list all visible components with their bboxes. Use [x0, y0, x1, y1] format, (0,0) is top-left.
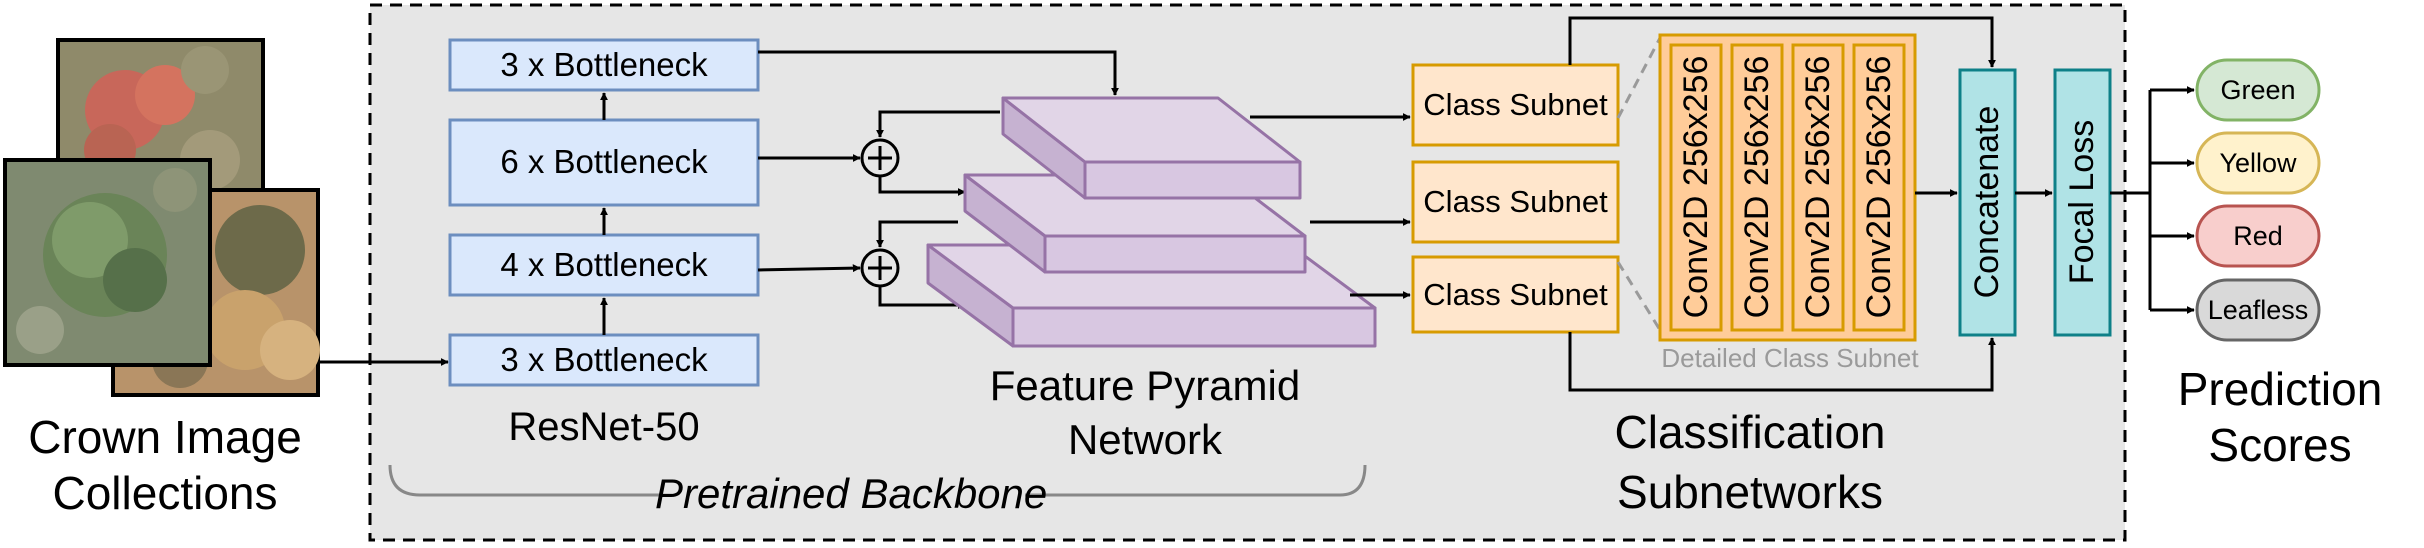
- focal-loss-box: [2053, 68, 2112, 337]
- resnet-stack: [448, 38, 760, 387]
- class-subnets: [1411, 63, 1620, 334]
- detail-connector: [1616, 37, 1662, 119]
- class-subnet-box: [1411, 160, 1620, 244]
- class-subnet-box: [1411, 255, 1620, 334]
- crown-image-tile-green: [3, 158, 212, 367]
- bottleneck-block: [448, 38, 760, 92]
- detail-connector: [1616, 261, 1662, 331]
- class-subnet-box: [1411, 63, 1620, 147]
- conv-layer: [1791, 43, 1845, 332]
- fpn-level: [1001, 96, 1302, 200]
- crown-image-collection: [3, 38, 320, 397]
- detailed-class-subnet: [1658, 33, 1917, 342]
- fpn-outputs: [1250, 113, 1411, 299]
- bottleneck-block: [448, 233, 760, 297]
- conv-layer: [1730, 43, 1784, 332]
- bottleneck-block: [448, 333, 760, 387]
- flow-arrows: [1568, 16, 2195, 392]
- prediction-pills: [2195, 58, 2321, 342]
- lateral-connections: [757, 50, 1119, 309]
- prediction-pill-green: [2195, 58, 2321, 122]
- fpn-level: [963, 173, 1307, 274]
- bottleneck-block: [448, 118, 760, 207]
- prediction-pill-leafless: [2195, 278, 2321, 342]
- prediction-pill-yellow: [2195, 131, 2321, 195]
- feature-pyramid: [926, 96, 1377, 348]
- conv-layer: [1852, 43, 1906, 332]
- concatenate-box: [1958, 68, 2017, 337]
- backbone-bracket: [388, 464, 1367, 497]
- prediction-pill-red: [2195, 204, 2321, 268]
- conv-layer: [1669, 43, 1723, 332]
